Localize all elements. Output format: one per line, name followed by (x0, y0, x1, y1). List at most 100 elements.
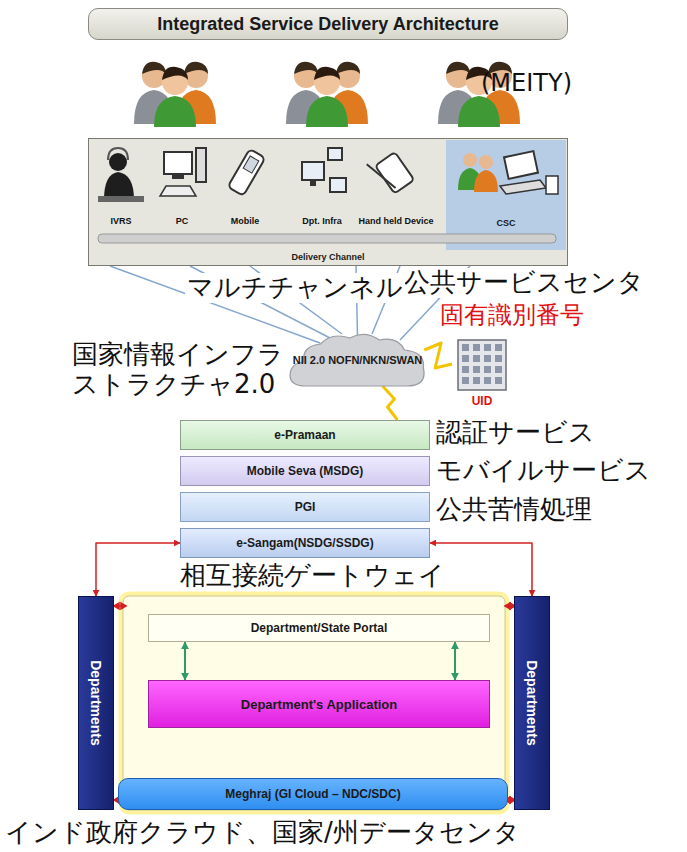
shape (134, 62, 216, 127)
annotation: 公共苦情処理 (436, 495, 592, 525)
application-box: Department's Application (148, 680, 490, 728)
connector (430, 543, 532, 596)
window (484, 377, 491, 384)
shape (504, 151, 538, 179)
shape (310, 180, 316, 186)
node-label: Departments (524, 660, 540, 746)
shape (367, 159, 396, 194)
shape (463, 153, 477, 167)
shape (108, 148, 128, 160)
shape (88, 138, 568, 266)
shape (196, 148, 206, 182)
service-layer: e-Pramaan (180, 420, 430, 450)
node-label: Mobile Seva (MSDG) (247, 464, 364, 478)
ivrs-icon (98, 148, 144, 202)
mobile-icon (228, 149, 266, 196)
service-layer: Mobile Seva (MSDG) (180, 456, 430, 486)
building-wall (458, 340, 506, 390)
window (484, 344, 491, 351)
annotation: マルチチャンネル (185, 273, 405, 303)
shape (160, 186, 196, 196)
shape (500, 180, 546, 194)
node-label: Department/State Portal (251, 621, 388, 635)
window (484, 366, 491, 373)
window (462, 366, 469, 373)
node-label: e-Pramaan (274, 428, 335, 442)
network-cloud: NII 2.0 NOFN/NKN/SWAN (287, 330, 429, 390)
annotation: (MEITY) (481, 70, 572, 98)
shape (302, 162, 324, 180)
departments-bar: Departments (78, 596, 114, 810)
shape (104, 172, 134, 200)
portal-box: Department/State Portal (148, 614, 490, 642)
node-label: CSC (496, 218, 515, 228)
window (462, 355, 469, 362)
node-label: Meghraj (GI Cloud – NDC/SDC) (225, 787, 400, 801)
node-label: UID (472, 394, 493, 408)
annotation: 国家情報インフラストラクチャ2.0 (72, 340, 292, 400)
channel-label: PC (176, 216, 189, 226)
cloud-bar: Meghraj (GI Cloud – NDC/SDC) (118, 778, 508, 810)
shape (328, 148, 342, 160)
connector (454, 642, 456, 680)
annotation: 固有識別番号 (440, 302, 584, 330)
shape (98, 196, 144, 202)
connector (96, 543, 180, 596)
channel-panel: Delivery Channel CSC (88, 138, 568, 266)
channel-label: IVRS (110, 216, 131, 226)
departments-bar: Departments (514, 596, 550, 810)
window (462, 377, 469, 384)
annotation: モバイルサービス (436, 456, 651, 486)
node-label: e-Sangam(NSDG/SSDG) (236, 536, 373, 550)
window (495, 366, 502, 373)
annotation: インド政府クラウド、国家/州データセンタ (5, 818, 520, 848)
annotation: 認証サービス (436, 418, 595, 448)
connector (424, 343, 452, 368)
channel-label: Hand held Device (358, 216, 433, 226)
window (473, 366, 480, 373)
node-label: Departments (88, 660, 104, 746)
node-label: Department's Application (241, 697, 397, 712)
connector (382, 386, 397, 420)
shape (474, 170, 498, 192)
node-label: Delivery Channel (291, 252, 364, 262)
shape (330, 178, 346, 192)
shape (172, 174, 184, 179)
shape (228, 149, 266, 196)
node-label: PGI (295, 500, 316, 514)
window (473, 377, 480, 384)
window (462, 344, 469, 351)
annotation: 相互接続ゲートウェイ (180, 561, 445, 591)
shape (109, 153, 127, 171)
window (484, 355, 491, 362)
csc-box: CSC (446, 140, 566, 250)
dpt-infra-icon (302, 148, 346, 192)
connector (184, 642, 186, 680)
handheld-icon (367, 147, 415, 197)
window (473, 355, 480, 362)
window (495, 355, 502, 362)
title-banner: Integrated Service Delivery Architecture (88, 8, 568, 40)
shape (479, 155, 493, 169)
shape (121, 603, 126, 609)
window (473, 344, 480, 351)
window (495, 344, 502, 351)
channel-label: Mobile (231, 216, 260, 226)
shape (164, 152, 192, 174)
shape (114, 603, 119, 609)
window (495, 377, 502, 384)
annotation: 公共サービスセンタ (402, 268, 646, 298)
small-arrows (114, 603, 515, 803)
channel-label: Dpt. Infra (302, 216, 342, 226)
shape (243, 156, 259, 173)
csc-icon (458, 151, 558, 194)
shape (546, 176, 558, 194)
shape (286, 62, 368, 127)
gateway-layer: e-Sangam(NSDG/SSDG) (180, 528, 430, 558)
cloud-outline (290, 334, 424, 386)
service-layer: PGI (180, 492, 430, 522)
uid-building: UID (452, 336, 512, 408)
shape (98, 234, 556, 243)
node-label: NII 2.0 NOFN/NKN/SWAN (293, 354, 423, 366)
